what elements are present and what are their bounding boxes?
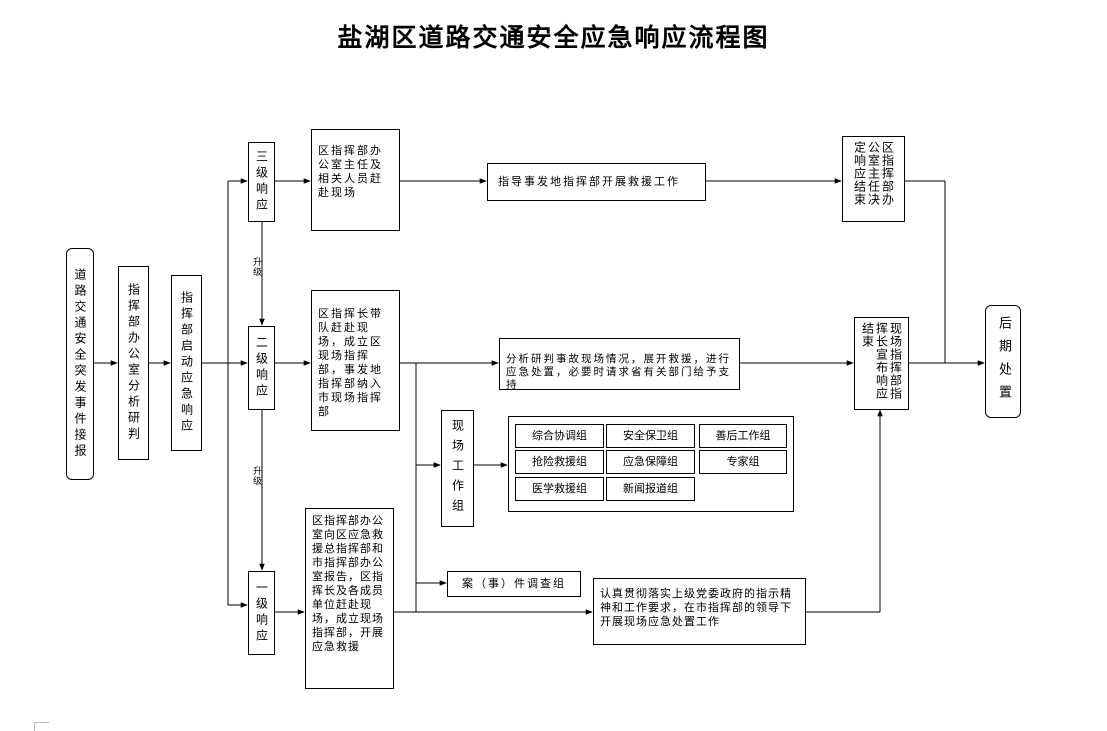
- level1-implement-box: 认真贯彻落实上级党委政府的指示精神和工作要求，在市指挥部的领导下开展现场应急处置…: [593, 578, 806, 645]
- incident-report-box: 道路交通安全突发事件接报: [66, 248, 94, 480]
- level2-end-box: 现场指挥部指挥长宣布响应结束: [854, 317, 909, 410]
- upgrade-label-2: 升级: [251, 466, 261, 486]
- level2-analysis-box: 分析研判事故现场情况，展开救援，进行应急处置，必要时请求省有关部门给予支持: [499, 338, 740, 390]
- level3-action-box: 区指挥部办公室主任及相关人员赶赴现场: [311, 129, 400, 231]
- level3-end-box: 区指挥部办公室主任决定响应结束: [842, 136, 905, 222]
- group-news: 新闻报道组: [606, 477, 695, 501]
- level1-response-box: 一级响应: [248, 571, 275, 655]
- level2-response-box: 二级响应: [248, 326, 275, 410]
- group-rescue: 抢险救援组: [515, 450, 604, 474]
- office-analysis-box: 指挥部办公室分析研判: [118, 266, 149, 460]
- level2-action-box: 区指挥长带队赶赴现场，成立区现场指挥部，事发地指挥部纳入市现场指挥部: [311, 290, 400, 431]
- group-aftercare: 善后工作组: [699, 424, 787, 448]
- level3-response-box: 三级响应: [248, 142, 275, 222]
- page-corner-mark: [34, 722, 49, 731]
- page-title: 盐湖区道路交通安全应急响应流程图: [337, 23, 770, 52]
- level3-guide-box: 指导事发地指挥部开展救援工作: [487, 163, 706, 201]
- group-coordination: 综合协调组: [515, 424, 604, 448]
- aftermath-box: 后期处置: [985, 305, 1021, 418]
- upgrade-label-1: 升级: [251, 257, 261, 277]
- site-work-groups-box: 现场工作组: [441, 410, 474, 527]
- group-emergency-support: 应急保障组: [606, 450, 695, 474]
- group-experts: 专家组: [699, 450, 787, 474]
- launch-response-box: 指挥部启动应急响应: [171, 275, 202, 451]
- group-security: 安全保卫组: [606, 424, 695, 448]
- group-medical: 医学救援组: [515, 477, 604, 501]
- investigation-group-box: 案（事）件调查组: [447, 571, 581, 597]
- level1-action-box: 区指挥部办公室向区应急救援总指挥部和市指挥部办公室报告，区指挥长及各成员单位赶赴…: [305, 508, 394, 689]
